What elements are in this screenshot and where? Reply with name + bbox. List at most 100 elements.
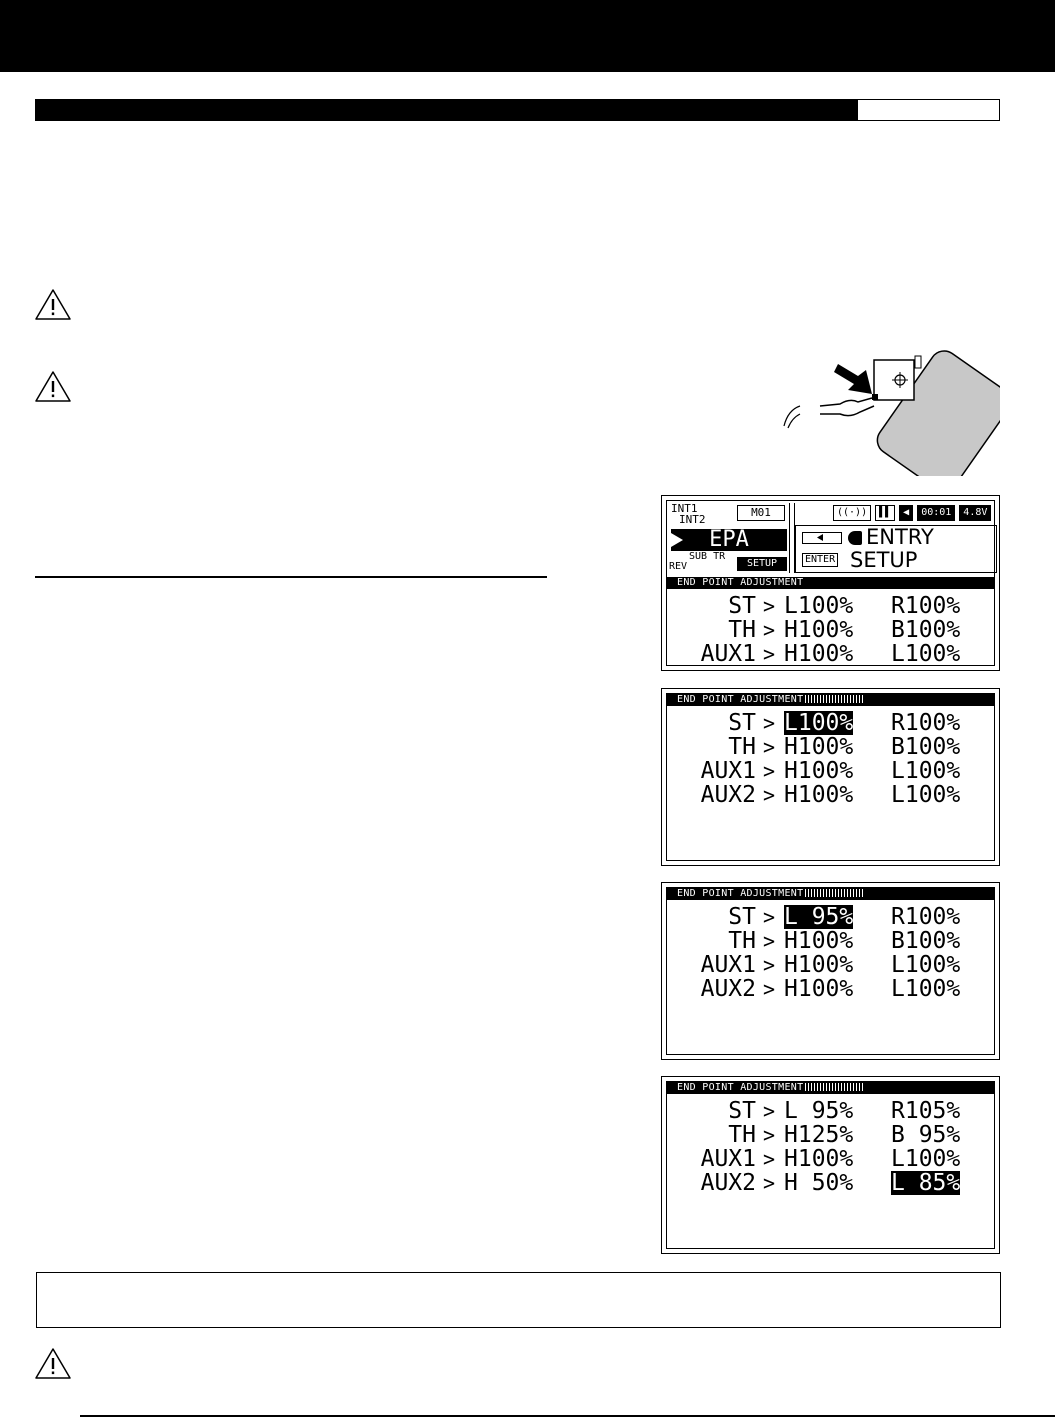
row-arrow: > <box>763 711 776 735</box>
channel-name: TH <box>728 617 756 643</box>
signal-icon: ((·)) <box>833 505 872 521</box>
section-title-bar <box>35 99 1000 121</box>
channel-row: ST>L 95%R105% <box>667 1099 994 1123</box>
row-arrow: > <box>763 1123 776 1147</box>
row-arrow: > <box>763 929 776 953</box>
row-arrow: > <box>763 759 776 783</box>
warning-icon <box>35 371 71 402</box>
channel-rows: ST>L100%R100% TH>H100%B100% AUX1>H100%L1… <box>667 711 994 807</box>
channel-name: AUX1 <box>700 952 756 978</box>
channel-name: ST <box>728 904 756 930</box>
endpoint-value-selected[interactable]: L100% <box>784 710 854 736</box>
row-arrow: > <box>763 618 776 642</box>
lcd-home-inner: INT1 INT2 M01 EPA SUB TR REV SETUP ((·))… <box>666 500 997 667</box>
endpoint-value-2[interactable]: B 95% <box>891 1122 961 1148</box>
footer-rule <box>80 1415 1055 1417</box>
row-arrow: > <box>763 783 776 807</box>
entry-pointer-icon <box>848 531 862 545</box>
endpoint-value-2[interactable]: B100% <box>891 734 961 760</box>
lcd-header-text: END POINT ADJUSTMENT <box>677 1082 804 1093</box>
lcd-header: END POINT ADJUSTMENT <box>667 577 994 589</box>
row-arrow: > <box>763 1147 776 1171</box>
endpoint-value-2: B100% <box>891 617 961 643</box>
timer-readout: 00:01 <box>917 505 956 521</box>
channel-name: AUX1 <box>700 758 756 784</box>
endpoint-value-2[interactable]: R100% <box>891 904 961 930</box>
channel-name: ST <box>728 710 756 736</box>
channel-row: AUX1 > H100% L100% <box>667 1147 994 1171</box>
channel-row: TH > H100% B100% <box>667 735 994 759</box>
header-ticks <box>805 889 866 897</box>
endpoint-value-1[interactable]: H100% <box>784 928 854 954</box>
row-arrow: > <box>763 735 776 759</box>
channel-row: TH > H100% B100% <box>667 618 994 642</box>
lcd-inner: END POINT ADJUSTMENT ST > L100% R100% TH > H1… <box>666 693 995 861</box>
endpoint-value-1[interactable]: H100% <box>784 734 854 760</box>
channel-row: AUX2 > H100% L100% <box>667 977 994 1001</box>
endpoint-value-2[interactable]: B100% <box>891 928 961 954</box>
channel-name: AUX2 <box>700 782 756 808</box>
endpoint-value-selected[interactable]: L 95% <box>784 904 854 930</box>
endpoint-value-1[interactable]: H100% <box>784 976 854 1002</box>
endpoint-value-1[interactable]: L 95% <box>784 1098 854 1124</box>
channel-row: ST>L100%R100% <box>667 594 994 618</box>
setup-tab: SETUP <box>737 557 787 571</box>
channel-row: TH > H125% B 95% <box>667 1123 994 1147</box>
endpoint-value-1[interactable]: H 50% <box>784 1170 854 1196</box>
endpoint-value-1: H100% <box>784 617 854 643</box>
channel-rows: ST>L 95%R105% TH>H125%B 95% AUX1>H100%L1… <box>667 1099 994 1195</box>
endpoint-value-1[interactable]: H100% <box>784 1146 854 1172</box>
lcd-header: END POINT ADJUSTMENT <box>667 1082 994 1094</box>
row-arrow: > <box>763 977 776 1001</box>
lcd-header-text: END POINT ADJUSTMENT <box>677 888 804 899</box>
channel-name: AUX2 <box>700 976 756 1002</box>
endpoint-value-1[interactable]: H125% <box>784 1122 854 1148</box>
antenna-bars-icon: ▌▌ <box>875 505 896 521</box>
lcd-header: END POINT ADJUSTMENT <box>667 694 994 706</box>
endpoint-value-2[interactable]: L100% <box>891 952 961 978</box>
header-ticks <box>805 1083 866 1091</box>
endpoint-value-2[interactable]: L100% <box>891 758 961 784</box>
endpoint-value-1[interactable]: H100% <box>784 758 854 784</box>
header-ticks <box>805 695 866 703</box>
endpoint-value-1[interactable]: H100% <box>784 952 854 978</box>
endpoint-value-1: H100% <box>784 641 854 667</box>
row-arrow: > <box>763 642 776 666</box>
lcd-inner: END POINT ADJUSTMENT ST>L 95%R100% TH>H1… <box>666 887 995 1055</box>
row-arrow: > <box>763 1099 776 1123</box>
servo-arrow-icon <box>834 364 872 394</box>
warning-icon <box>35 1348 71 1379</box>
top-black-banner <box>0 0 1055 72</box>
scroll-divider <box>789 503 795 573</box>
channel-name: AUX1 <box>700 1146 756 1172</box>
sub-trim-label: SUB TR <box>689 551 726 562</box>
channel-name: ST <box>728 593 756 619</box>
endpoint-value-2[interactable]: L100% <box>891 782 961 808</box>
endpoint-value-2[interactable]: L100% <box>891 976 961 1002</box>
sound-icon: ◀ <box>899 505 914 521</box>
endpoint-value-2[interactable]: R100% <box>891 710 961 736</box>
endpoint-value-2[interactable]: L100% <box>891 1146 961 1172</box>
endpoint-value-2[interactable]: R105% <box>891 1098 961 1124</box>
channel-name: AUX2 <box>700 1170 756 1196</box>
lcd-inner: END POINT ADJUSTMENT ST>L 95%R105% TH>H1… <box>666 1081 995 1249</box>
channel-row: AUX1 > H100% L100% <box>667 759 994 783</box>
model-number: M01 <box>737 505 785 521</box>
channel-row: TH>H100%B100% <box>667 929 994 953</box>
reverse-label: REV <box>669 561 688 572</box>
channel-row: ST>L 95%R100% <box>667 905 994 929</box>
servo-connector-illustration <box>783 350 1000 476</box>
back-arrow-icon <box>802 532 842 544</box>
channel-row: ST > L100% R100% <box>667 711 994 735</box>
endpoint-value-1[interactable]: H100% <box>784 782 854 808</box>
status-bar: ((·)) ▌▌ ◀ 00:01 4.8V <box>833 505 992 521</box>
endpoint-value-selected[interactable]: L 85% <box>891 1170 961 1196</box>
channel-row: AUX2 > H100% L100% <box>667 783 994 807</box>
channel-name: TH <box>728 1122 756 1148</box>
int1-label: INT1 <box>671 502 698 515</box>
channel-name: TH <box>728 734 756 760</box>
lcd-epa-screen: END POINT ADJUSTMENT ST>L 95%R100% TH>H1… <box>661 882 1000 1060</box>
endpoint-value-2: L100% <box>891 641 961 667</box>
lcd-header-text: END POINT ADJUSTMENT <box>677 577 804 588</box>
lcd-home-screen: INT1 INT2 M01 EPA SUB TR REV SETUP ((·))… <box>661 495 1000 671</box>
